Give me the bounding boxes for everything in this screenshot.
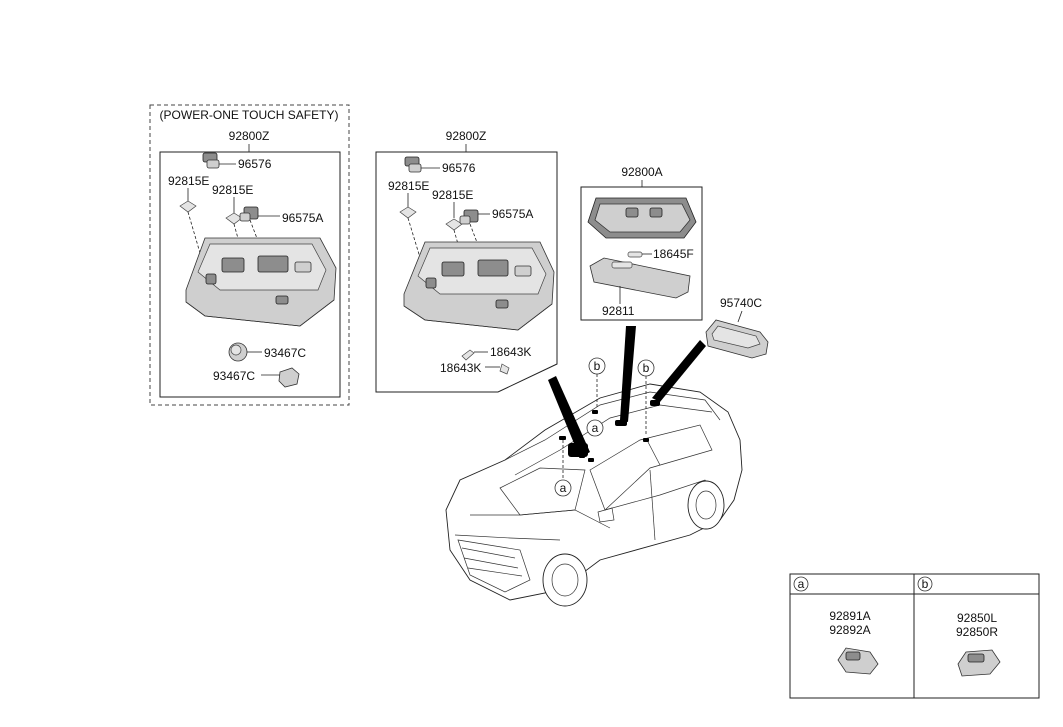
svg-text:b: b bbox=[643, 361, 650, 375]
std-bulb-socket-label: 96576 bbox=[442, 161, 476, 175]
locator-pointers bbox=[548, 326, 706, 458]
std-bulb-socket-part[interactable] bbox=[404, 156, 422, 173]
pointer-console bbox=[548, 376, 590, 458]
marker-b-rear bbox=[643, 438, 649, 442]
legend-b-part-image[interactable] bbox=[957, 649, 1001, 677]
knob-a-label: 93467C bbox=[264, 346, 306, 360]
vehicle-body bbox=[445, 383, 743, 601]
rear-wheel bbox=[687, 480, 725, 530]
std-lamp-left-label: 92815E bbox=[388, 179, 429, 193]
group-standard-frame bbox=[375, 151, 558, 393]
svg-text:b: b bbox=[594, 359, 601, 373]
pointer-cargo-lamp bbox=[652, 340, 706, 402]
knob-a-part[interactable] bbox=[228, 342, 248, 362]
std-bulb-a-label: 18643K bbox=[490, 345, 531, 359]
legend-b-header: b bbox=[917, 576, 933, 592]
knob-b-part[interactable] bbox=[278, 367, 300, 388]
room-lamp-lens-part[interactable] bbox=[589, 257, 691, 299]
room-lamp-lens-label: 92811 bbox=[602, 304, 635, 318]
group-cargo-lamp: 95740C bbox=[705, 296, 769, 359]
std-lamp-right-label: 92815E bbox=[432, 188, 473, 202]
group-standard: 92800Z 96576 92815E 92815E 96575A bbox=[375, 129, 558, 393]
marker-a-front bbox=[559, 436, 566, 440]
std-bulb-b-part[interactable] bbox=[499, 363, 510, 375]
group-room-lamp: 92800A 18645F 92811 bbox=[580, 165, 703, 321]
legend-b-part-1: 92850L bbox=[957, 611, 997, 625]
legend-b-part-2: 92850R bbox=[956, 625, 998, 639]
std-sensor-part[interactable] bbox=[459, 209, 479, 225]
callout-b-2[interactable]: b bbox=[637, 359, 655, 377]
sensor-label: 96575A bbox=[282, 211, 323, 225]
vehicle-illustration bbox=[445, 383, 743, 607]
std-overhead-console-housing[interactable] bbox=[403, 241, 555, 331]
std-bulb-b-label: 18643K bbox=[440, 361, 481, 375]
legend-a-part-image[interactable] bbox=[837, 647, 879, 675]
callout-a-1[interactable]: a bbox=[586, 419, 604, 437]
room-lamp-housing[interactable] bbox=[587, 197, 697, 239]
group-one-touch-assembly-label: 92800Z bbox=[229, 129, 270, 143]
svg-text:a: a bbox=[560, 481, 567, 495]
bulb-socket-label: 96576 bbox=[238, 157, 272, 171]
group-one-touch-dashed-frame bbox=[149, 104, 350, 406]
lamp-left-label: 92815E bbox=[168, 174, 209, 188]
front-wheel bbox=[542, 553, 588, 607]
legend-a-header: a bbox=[793, 576, 809, 592]
cargo-lamp-location bbox=[650, 400, 660, 406]
vehicle-grille bbox=[457, 539, 531, 593]
pointer-room-lamp bbox=[620, 326, 636, 422]
room-lamp-assembly-label: 92800A bbox=[621, 165, 662, 179]
callout-a-2[interactable]: a bbox=[554, 479, 572, 497]
std-map-lamp-left-part[interactable] bbox=[399, 206, 417, 219]
svg-text:a: a bbox=[592, 421, 599, 435]
callout-b-1[interactable]: b bbox=[588, 357, 606, 375]
group-one-touch-header: (POWER-ONE TOUCH SAFETY) bbox=[160, 108, 339, 122]
group-one-touch-frame bbox=[159, 151, 341, 398]
sensor-part[interactable] bbox=[239, 206, 259, 222]
overhead-console-housing[interactable] bbox=[185, 237, 337, 327]
cargo-lamp-label: 95740C bbox=[720, 296, 762, 310]
room-lamp-frame bbox=[580, 186, 703, 321]
svg-text:b: b bbox=[922, 577, 929, 591]
svg-text:a: a bbox=[798, 577, 805, 591]
legend-a-part-1: 92891A bbox=[829, 609, 870, 623]
group-standard-assembly-label: 92800Z bbox=[446, 129, 487, 143]
legend-a-part-2: 92892A bbox=[829, 623, 870, 637]
cargo-lamp-part[interactable] bbox=[705, 319, 769, 359]
bulb-socket-part[interactable] bbox=[202, 152, 220, 169]
knob-b-label: 93467C bbox=[213, 369, 255, 383]
legend-table: a b 92891A 92892A 92850L 92850R bbox=[789, 573, 1040, 699]
std-bulb-a-part[interactable] bbox=[461, 349, 475, 361]
std-sensor-label: 96575A bbox=[492, 207, 533, 221]
room-lamp-bulb-part[interactable] bbox=[627, 251, 643, 258]
windshield bbox=[499, 467, 586, 516]
lamp-right-label: 92815E bbox=[212, 183, 253, 197]
room-lamp-location bbox=[615, 420, 627, 426]
room-lamp-bulb-label: 18645F bbox=[653, 247, 694, 261]
group-one-touch: (POWER-ONE TOUCH SAFETY) 92800Z 96576 92… bbox=[149, 104, 350, 406]
map-lamp-left-part[interactable] bbox=[179, 200, 197, 213]
